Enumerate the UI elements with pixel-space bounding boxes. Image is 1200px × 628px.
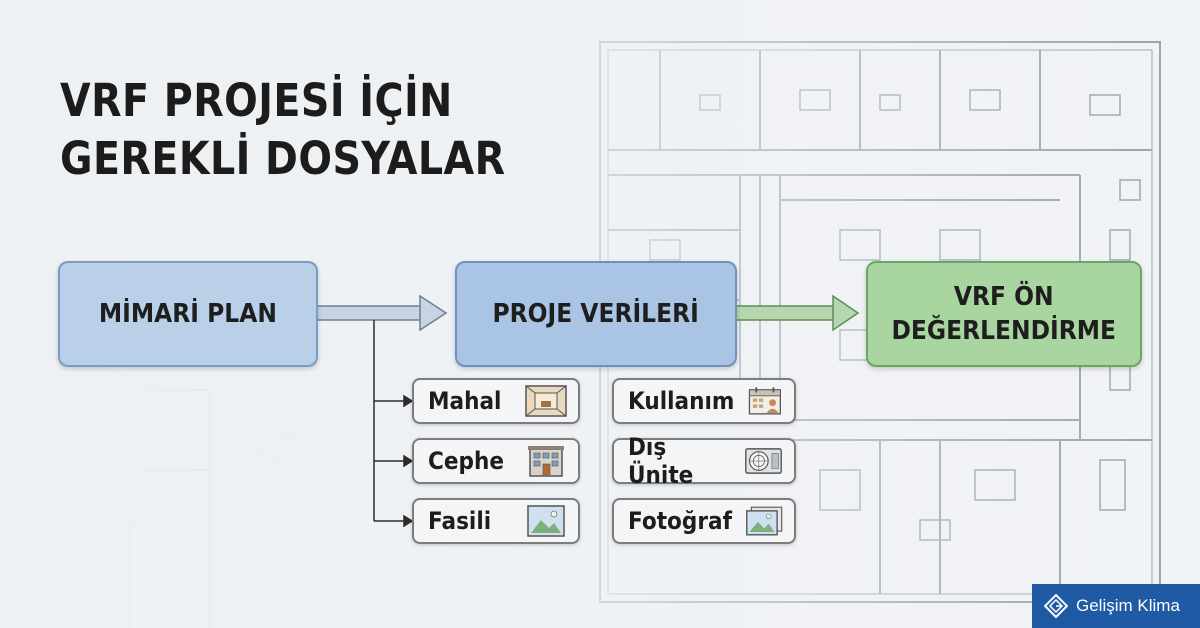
file-item-mahal: Mahal xyxy=(412,378,580,424)
photo-icon xyxy=(745,506,782,536)
page-title: VRF PROJESİ İÇİN GEREKLİ DOSYALAR xyxy=(60,72,506,188)
outdoor-unit-icon xyxy=(745,448,782,474)
image-icon xyxy=(527,505,565,537)
file-item-label: Kullanım xyxy=(628,387,735,415)
room-icon xyxy=(525,385,567,417)
file-item-label: Dış Ünite xyxy=(628,433,694,489)
file-item-cephe: Cephe xyxy=(412,438,580,484)
file-item-fotograf: Fotoğraf xyxy=(612,498,796,544)
title-line-2: GEREKLİ DOSYALAR xyxy=(60,132,506,185)
title-line-1: VRF PROJESİ İÇİN xyxy=(60,74,453,127)
mimari-plan-box: MİMARİ PLAN xyxy=(58,261,318,367)
arrow-1 xyxy=(315,294,448,332)
vrf-on-degerlendirme-label: VRF ÖN DEĞERLENDİRME xyxy=(892,280,1117,348)
file-item-label: Fotoğraf xyxy=(628,507,732,535)
calendar-user-icon xyxy=(749,387,782,415)
file-item-label: Cephe xyxy=(428,447,504,475)
brand-logo: Gelişim Klima xyxy=(1032,584,1200,628)
file-item-label: Fasili xyxy=(428,507,492,535)
proje-verileri-label: PROJE VERİLERİ xyxy=(492,299,700,329)
file-item-kullanim: Kullanım xyxy=(612,378,796,424)
file-item-dis-unite: Dış Ünite xyxy=(612,433,796,489)
proje-verileri-box: PROJE VERİLERİ xyxy=(455,261,737,367)
mimari-plan-label: MİMARİ PLAN xyxy=(98,299,278,329)
vrf-on-degerlendirme-box: VRF ÖN DEĞERLENDİRME xyxy=(866,261,1142,367)
branch-connector xyxy=(373,320,414,528)
flow-arrows xyxy=(315,294,860,528)
file-item-fasili: Fasili xyxy=(412,498,580,544)
brand-name: Gelişim Klima xyxy=(1076,596,1180,615)
vrf-label-line-1: VRF ÖN xyxy=(954,282,1054,312)
file-item-label: Mahal xyxy=(428,387,502,415)
building-facade-icon xyxy=(528,446,564,477)
vrf-label-line-2: DEĞERLENDİRME xyxy=(891,316,1117,346)
diamond-logo-icon xyxy=(1044,594,1068,618)
